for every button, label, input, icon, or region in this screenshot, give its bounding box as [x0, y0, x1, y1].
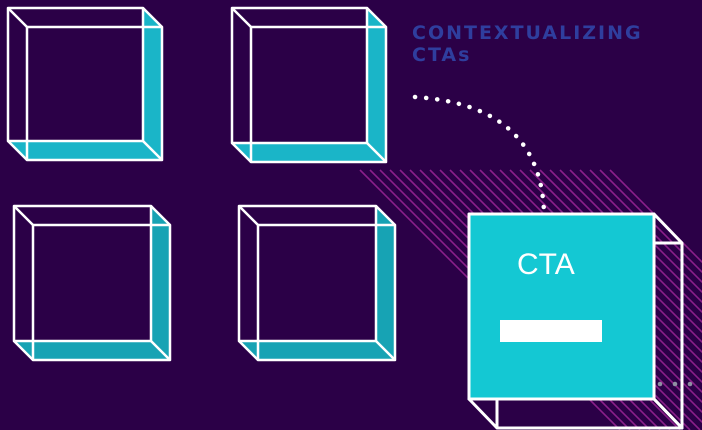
wireframe-cube-1 [6, 6, 164, 162]
wireframe-cube-2 [230, 6, 388, 164]
heading-line-1: CONTEXTUALIZING [412, 22, 643, 44]
cta-button-placeholder[interactable] [500, 320, 602, 342]
cta-label: CTA [517, 248, 575, 281]
heading: CONTEXTUALIZING CTAs [412, 22, 643, 66]
cta-card-face [467, 212, 656, 401]
heading-line-2: CTAs [412, 44, 472, 66]
trailing-dots [657, 381, 693, 387]
wireframe-cube-3 [12, 204, 172, 362]
wireframe-cube-4 [237, 204, 397, 362]
cta-cube [467, 212, 684, 430]
dotted-connector-curve [412, 94, 547, 215]
